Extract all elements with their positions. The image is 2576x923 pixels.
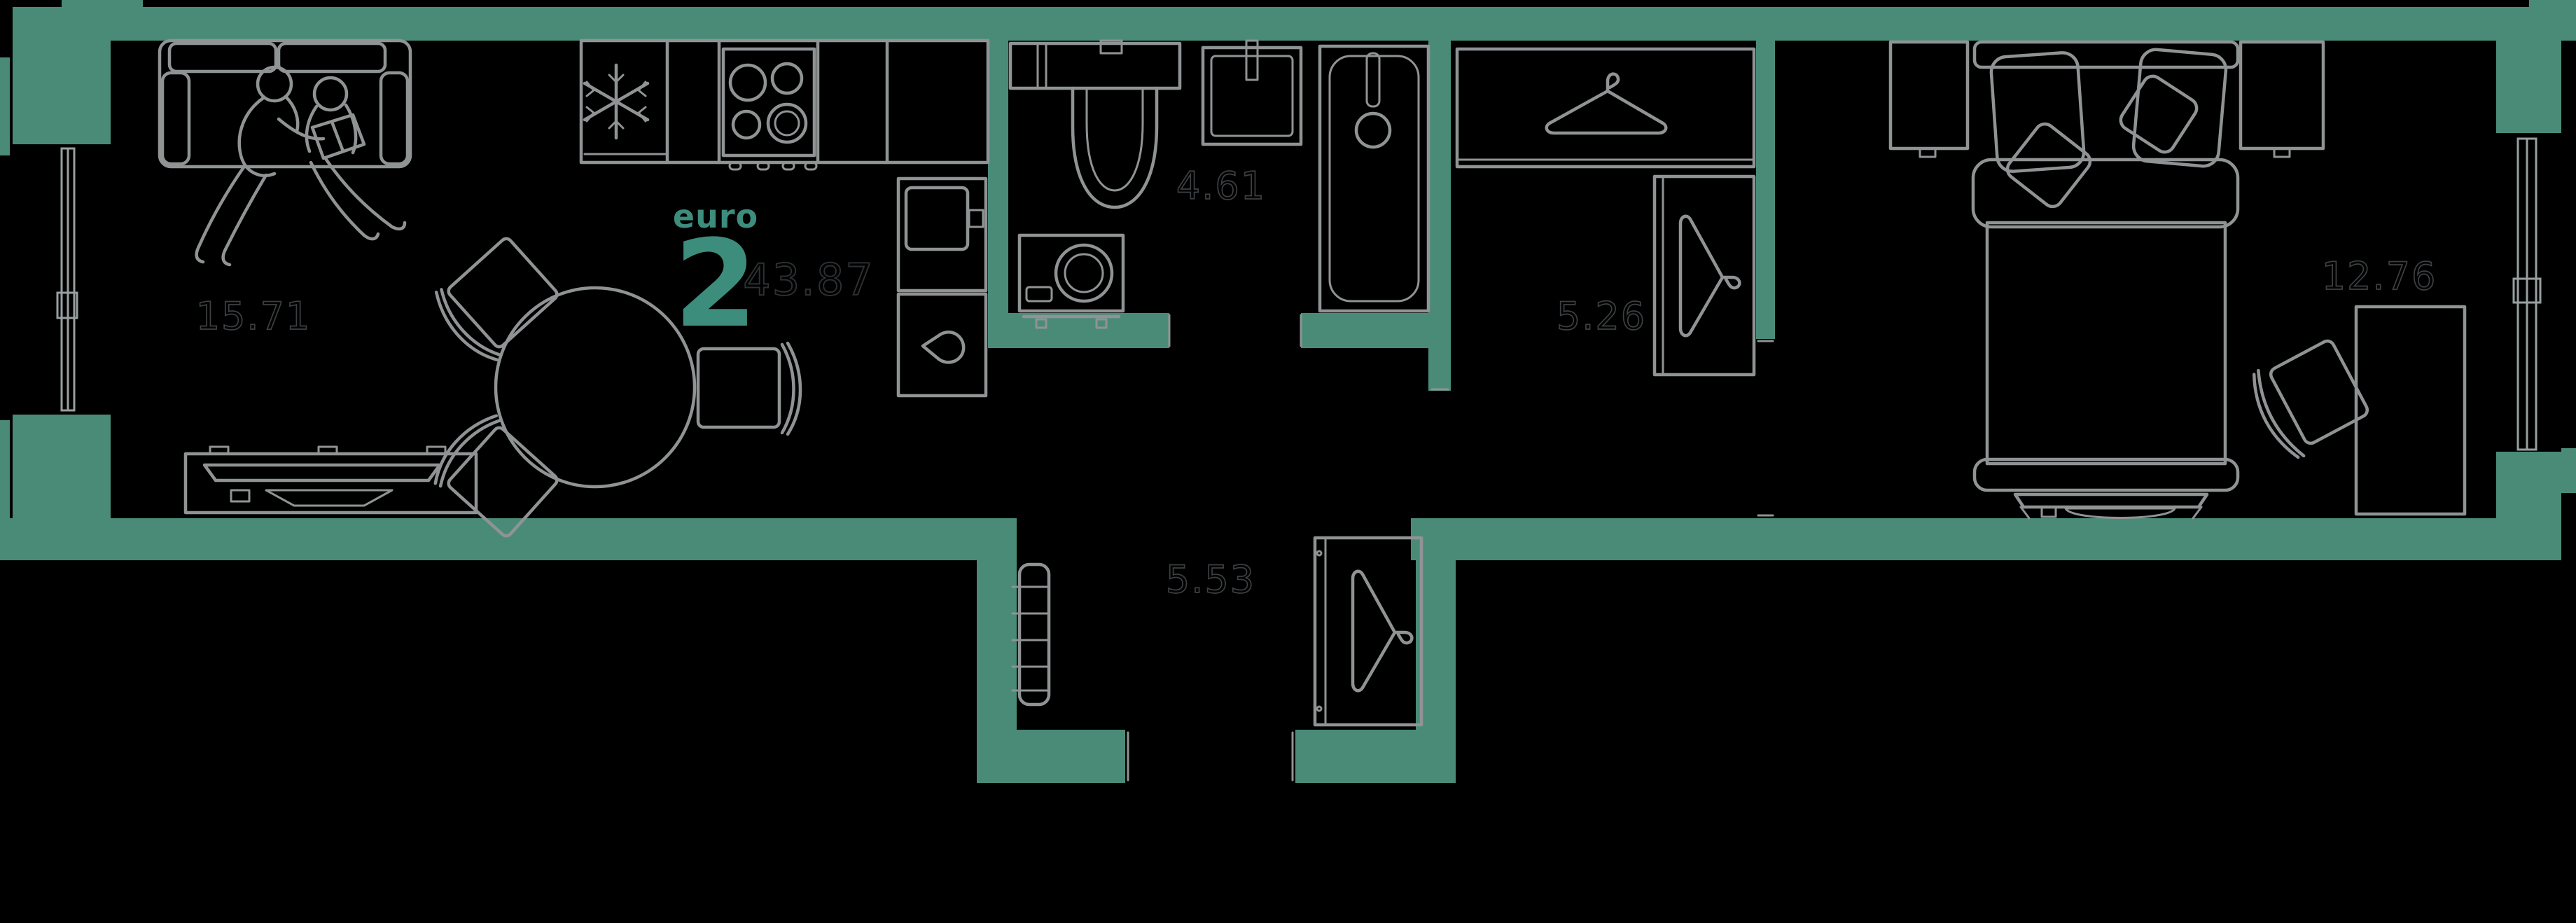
wall-bedroom-bottom [1411,518,2561,560]
sofa [158,39,412,169]
bedroom-console [2013,492,2209,520]
footboard [1972,457,2240,492]
kitchen-counter [579,39,990,165]
faucet [968,209,984,228]
toilet-bowl [1071,86,1159,209]
nightstand-right [2239,40,2325,158]
tub-drain [1354,111,1392,149]
wall-bath-bottom-left [988,313,1169,348]
hanger-icon [1351,569,1414,693]
sink-cabinet [896,176,988,293]
person-head [312,76,349,112]
bathroom [1008,39,1430,329]
wall-wardrobe-bedroom-partition [1756,41,1775,339]
wall-right-lower [2496,452,2561,560]
dining-chair [434,237,559,362]
sofa-back-cushion [167,41,278,74]
wall-bath-bottom-right [1301,313,1451,348]
headboard [1972,40,2240,69]
person-head [256,65,293,103]
hallway [1011,536,1423,727]
dining-chair [696,341,802,436]
wall-top [18,7,2561,41]
area-label-wardrobe: 5.26 [1557,294,1646,338]
bedroom [1888,40,2467,520]
wall-livingroom-bottom [0,518,1017,560]
wall-right-outer-tab [2561,448,2576,493]
dining-table [433,237,802,538]
washbasin [1201,39,1303,146]
hanger-icon [1678,214,1741,338]
washer-door [1054,243,1114,303]
burner [766,102,808,144]
window-left [56,147,78,412]
wardrobe-side-unit [1652,174,1756,377]
hall-closet [1313,536,1423,727]
area-label-bedroom: 12.76 [2322,254,2437,298]
wall-right-upper [2496,7,2561,133]
table-top [494,286,697,489]
wardrobe-room [1455,47,1756,377]
radiator [1011,562,1051,707]
dishwasher-cabinet [896,292,988,398]
fridge-snowflake-icon [583,63,650,140]
rooms-count-label: 2 [674,214,758,354]
door-frames [1127,314,1774,782]
tv [202,463,442,483]
washing-machine [1017,233,1125,329]
hanger-icon [1545,72,1668,135]
apartment-type-label: euro [673,197,758,235]
desk [2354,305,2467,516]
deco-pillow [2005,122,2092,209]
balcony-stub-upper [0,57,10,155]
toilet [1008,39,1182,209]
area-label-hallway: 5.53 [1166,557,1255,602]
area-label-living: 15.71 [196,294,312,338]
sink [904,186,970,251]
kitchen [579,39,990,398]
openings [56,137,2542,782]
dining-chair [433,414,559,538]
nightstand-left [1888,40,1970,158]
sofa-armrest [160,71,191,166]
burner [731,109,762,140]
total-area-label: 43.87 [743,254,875,305]
bathtub [1318,44,1430,313]
people-on-sofa [195,65,407,267]
wall-left-upper [13,7,111,144]
book [310,113,366,160]
desk-chair [2252,339,2369,459]
living-room [158,39,990,538]
wardrobe-top-unit [1455,47,1756,169]
pillow [2131,48,2228,168]
blanket [1985,221,2227,466]
area-label-bathroom: 4.61 [1176,164,1266,208]
stove [721,47,818,171]
walls [0,0,2576,783]
wall-kitchen-bath-partition [988,41,1008,348]
toilet-tank [1008,41,1182,90]
wall-bath-wardrobe-partition [1428,41,1451,391]
sofa-back-cushion [277,41,387,74]
mattress-roll [1971,158,2240,229]
pillow [1989,51,2086,173]
tub-faucet [1365,52,1381,108]
burner [728,63,767,102]
deco-pillow [2119,74,2199,154]
tv-stand [183,445,478,515]
burner [770,62,804,95]
window-right [2512,137,2542,451]
faucet [1245,39,1259,81]
water-drop-icon [921,331,966,364]
balcony-stub-lower [0,420,10,525]
labels: 15.71 4.61 5.26 5.53 12.76 euro 2 43.87 [195,163,2437,602]
sofa-armrest [379,71,410,166]
bed [1971,40,2240,492]
wall-hall-bottom-left [977,730,1125,783]
